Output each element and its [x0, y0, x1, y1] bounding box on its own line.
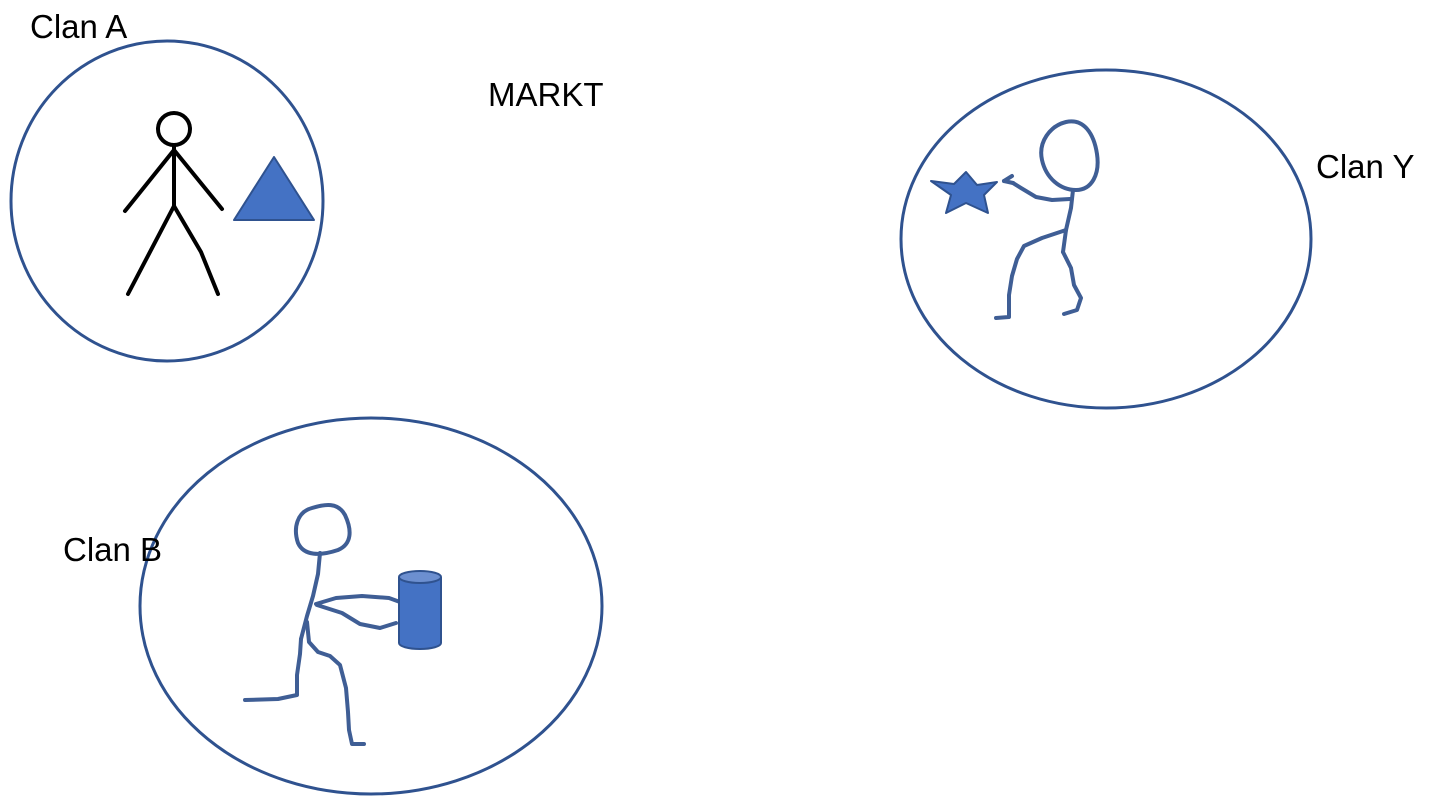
clan-y-label: Clan Y	[1316, 148, 1415, 185]
clan-a-label: Clan A	[30, 8, 128, 45]
cylinder-icon	[398, 570, 442, 650]
clan-b-circle	[138, 416, 604, 796]
clan-y-group	[899, 68, 1313, 410]
clan-a-circle	[9, 39, 325, 363]
clan-b-label: Clan B	[63, 531, 163, 568]
star-icon	[930, 171, 998, 214]
clan-y-sketch-figure	[994, 119, 1100, 320]
clan-a-group	[9, 39, 325, 363]
clan-y-circle	[899, 68, 1313, 410]
clan-b-sketch-figure	[243, 503, 402, 746]
triangle-icon	[233, 156, 315, 221]
markt-label: MARKT	[488, 76, 604, 113]
clan-b-group	[138, 416, 604, 796]
clan-a-stick-figure	[123, 111, 224, 296]
